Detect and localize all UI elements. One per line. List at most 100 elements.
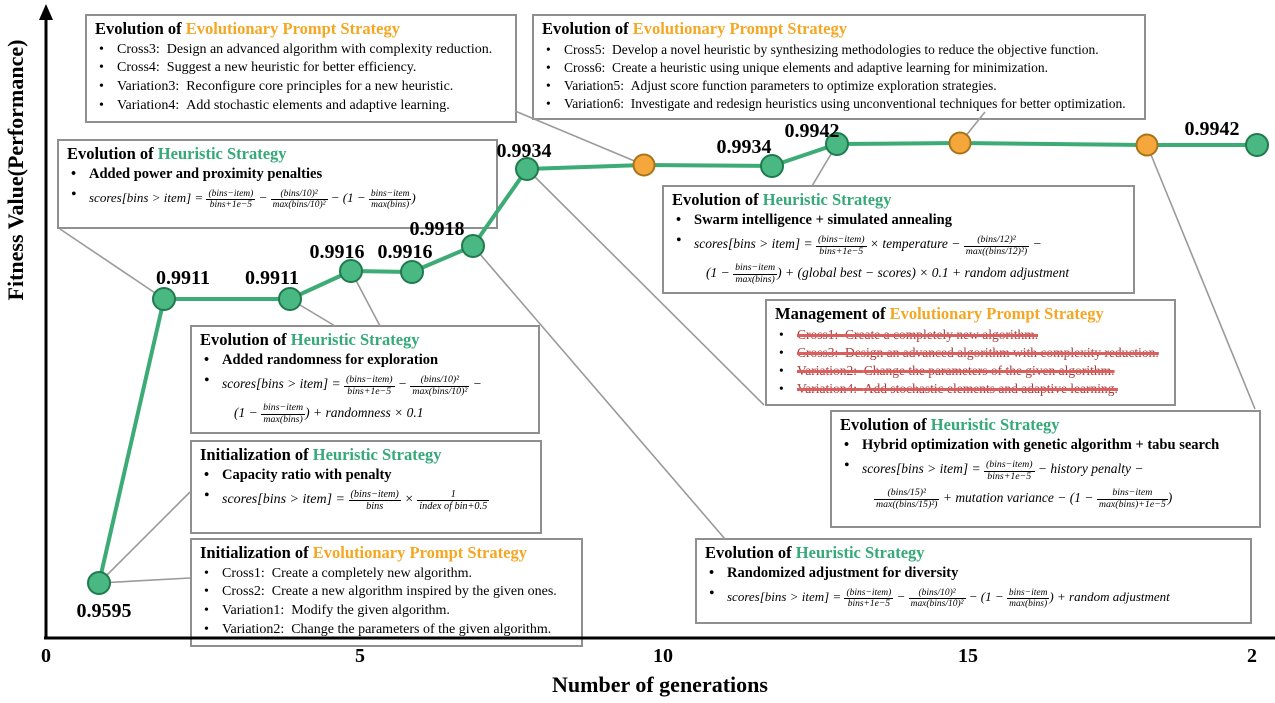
box-title: Initialization of Heuristic Strategy [200, 445, 531, 466]
fraction-numerator: (bins/10)² [908, 588, 966, 600]
list-item: •Cross3: Design an advanced algorithm wi… [95, 41, 506, 60]
item-text-wrap: Cross3: Design an advanced algorithm wit… [797, 345, 1159, 360]
bullet-icon: • [204, 487, 210, 505]
bullet-icon: • [709, 585, 715, 603]
item-text: Change the parameters of the given algor… [291, 621, 552, 637]
fraction-denominator: max(bins)+1e−5 [1098, 498, 1166, 510]
fraction-denominator: max(bins/10)² [272, 200, 326, 211]
box-title: Evolution of Heuristic Strategy [200, 330, 529, 351]
box-title: Evolution of Evolutionary Prompt Strateg… [95, 19, 506, 40]
bullet-icon: • [546, 77, 551, 93]
item-label: Cross5: [564, 41, 613, 57]
y-axis-arrow-icon [39, 4, 53, 20]
y-axis-label: Fitness Value(Performance) [3, 39, 28, 301]
list-item: •Cross1: Create a completely new algorit… [200, 565, 572, 584]
box-formula: • scores[bins > item] = (bins−item)bins+1… [67, 184, 487, 211]
point-value-label: 0.9916 [378, 241, 433, 263]
x-tick-label: 15 [958, 645, 978, 667]
annotation-box-randomness: Evolution of Heuristic Strategy•Added ra… [190, 325, 540, 434]
item-text-wrap: Variation2: Change the parameters of the… [222, 622, 551, 637]
item-label: Variation3: [117, 79, 187, 95]
list-item: •Cross2: Create a new algorithm inspired… [200, 583, 572, 602]
box-formula: •scores[bins > item] = (bins−item)bins+1… [840, 455, 1250, 512]
item-text: Change the parameters of the given algor… [863, 362, 1115, 378]
annotation-box-evolution-prompt-1: Evolution of Evolutionary Prompt Strateg… [85, 14, 517, 123]
fraction: (bins−item)bins+1e−5 [343, 374, 395, 398]
box-item-list: •Cross3: Design an advanced algorithm wi… [95, 41, 506, 116]
fraction: (bins−item)bins+1e−5 [844, 588, 894, 610]
box-subtitle: •Swarm intelligence + simulated annealin… [672, 211, 1124, 231]
list-item: •Variation2: Change the parameters of th… [775, 362, 1165, 380]
box-title-prefix: Evolution of [67, 144, 158, 163]
item-text-wrap: Variation1: Modify the given algorithm. [222, 603, 450, 618]
box-item-list: •Cross1: Create a completely new algorit… [200, 565, 572, 640]
fraction-denominator: index of bin+0.5 [419, 500, 488, 512]
formula-text: scores[bins > item] = [222, 492, 349, 508]
item-text: Add stochastic elements and adaptive lea… [863, 380, 1118, 396]
formula-text: scores[bins > item] = [862, 461, 984, 477]
box-title-prefix: Initialization of [200, 543, 313, 562]
annotation-box-added-power: Evolution of Heuristic Strategy•Added po… [57, 139, 498, 229]
box-title-strategy: Evolutionary Prompt Strategy [632, 19, 847, 38]
bullet-icon: • [546, 59, 551, 75]
item-label: Variation6: [564, 95, 631, 111]
fraction-denominator: bins+1e−5 [847, 599, 891, 610]
box-subtitle: •Capacity ratio with penalty [200, 466, 531, 486]
fraction-numerator: (bins−item) [815, 233, 867, 247]
bullet-icon: • [204, 351, 210, 368]
bullet-icon: • [204, 584, 209, 600]
point-value-label: 0.9934 [497, 140, 552, 162]
item-text-wrap: Variation3: Reconfigure core principles … [117, 79, 453, 94]
formula-line: scores[bins > item] = (bins−item)bins+1e… [89, 184, 416, 211]
list-item: •Cross4: Suggest a new heuristic for bet… [95, 59, 506, 78]
x-tick-label: 0 [41, 645, 51, 667]
formula-text: ) + randomness × 0.1 [305, 404, 424, 420]
formula-text: ) + random adjustment [1049, 589, 1170, 605]
heuristic-point [339, 259, 363, 283]
list-item: •Cross5: Develop a novel heuristic by sy… [542, 41, 1135, 59]
fraction-denominator: bins+1e−5 [209, 200, 253, 211]
connector-line [289, 298, 336, 327]
item-label: Cross3: [797, 344, 846, 360]
list-item: •Cross1: Create a completely new algorit… [775, 326, 1165, 344]
item-label: Variation2: [222, 621, 292, 637]
formula-text: ) + (global best − scores) × 0.1 + rando… [777, 264, 1070, 280]
box-title-strategy: Evolutionary Prompt Strategy [185, 19, 400, 38]
item-text-wrap: Variation2: Change the parameters of the… [797, 363, 1115, 378]
fraction-denominator: max(bins) [371, 200, 410, 211]
item-text: Create a heuristic using unique elements… [612, 59, 1049, 75]
box-subtitle: •Randomized adjustment for diversity [705, 564, 1241, 584]
item-text: Create a completely new algorithm. [845, 326, 1039, 342]
item-label: Variation2: [797, 362, 864, 378]
item-text: Suggest a new heuristic for better effic… [166, 60, 417, 76]
formula-text: ) [1167, 489, 1173, 505]
item-text-wrap: Cross5: Develop a novel heuristic by syn… [564, 42, 1099, 57]
list-item: •Variation6: Investigate and redesign he… [542, 95, 1135, 113]
heuristic-point [461, 234, 485, 258]
bullet-icon: • [71, 186, 77, 204]
list-item: •Variation3: Reconfigure core principles… [95, 78, 506, 97]
x-tick-label: 10 [653, 645, 673, 667]
point-value-label: 0.9911 [156, 267, 210, 289]
fraction-denominator: bins [366, 500, 384, 512]
list-item: •Variation5: Adjust score function param… [542, 77, 1135, 95]
point-value-label: 0.9942 [785, 120, 840, 142]
box-subtitle-text: Hybrid optimization with genetic algorit… [862, 436, 1220, 453]
formula-text: − [469, 376, 482, 392]
item-text-wrap: Variation6: Investigate and redesign heu… [564, 96, 1126, 111]
item-text-wrap: Variation4: Add stochastic elements and … [797, 381, 1118, 396]
box-title-strategy: Heuristic Strategy [795, 543, 925, 562]
formula-text: − [255, 190, 271, 206]
item-text: Investigate and redesign heuristics usin… [630, 95, 1126, 111]
formula-text: (1 − [234, 404, 262, 420]
item-label: Variation5: [564, 77, 631, 93]
item-text: Design an advanced algorithm with comple… [166, 41, 493, 57]
fraction: (bins−item)bins [348, 489, 401, 512]
formula-line: scores[bins > item] = (bins−item)bins+1e… [727, 583, 1170, 610]
box-title-prefix: Management of [775, 304, 890, 323]
formula-text: × temperature − [866, 236, 964, 252]
